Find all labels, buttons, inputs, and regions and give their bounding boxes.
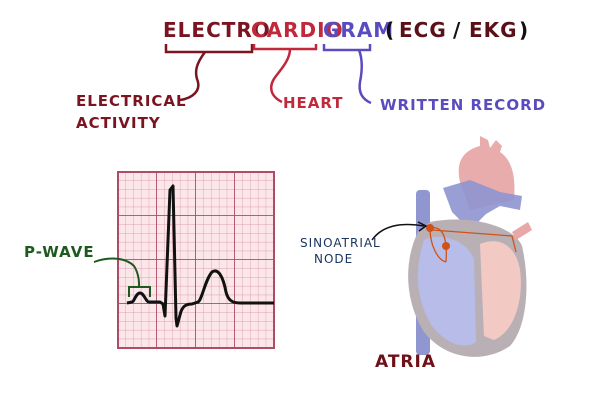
label-activity: ACTIVITY (76, 114, 161, 132)
title-gram: GRAM (323, 18, 395, 42)
abbr-ecg: ECG (399, 18, 447, 42)
label-node: NODE (314, 252, 354, 266)
av-node (442, 242, 450, 250)
ecg-trace (126, 184, 274, 328)
label-electrical: ELECTRICAL (76, 92, 187, 110)
label-p-wave: P-WAVE (24, 243, 95, 261)
title-cardio: CARDIO (251, 18, 344, 42)
label-heart: HEART (283, 94, 344, 112)
abbr-close-paren: ) (519, 18, 530, 42)
abbr-slash: / (453, 18, 462, 42)
sa-node (426, 224, 434, 232)
abbr-open-paren: ( (385, 18, 396, 42)
label-written-record: WRITTEN RECORD (380, 96, 547, 114)
label-atria: ATRIA (375, 352, 437, 372)
label-sinoatrial: SINOATRIAL (300, 236, 381, 250)
title-electro: ELECTRO (163, 18, 271, 42)
abbr-ekg: EKG (469, 18, 518, 42)
